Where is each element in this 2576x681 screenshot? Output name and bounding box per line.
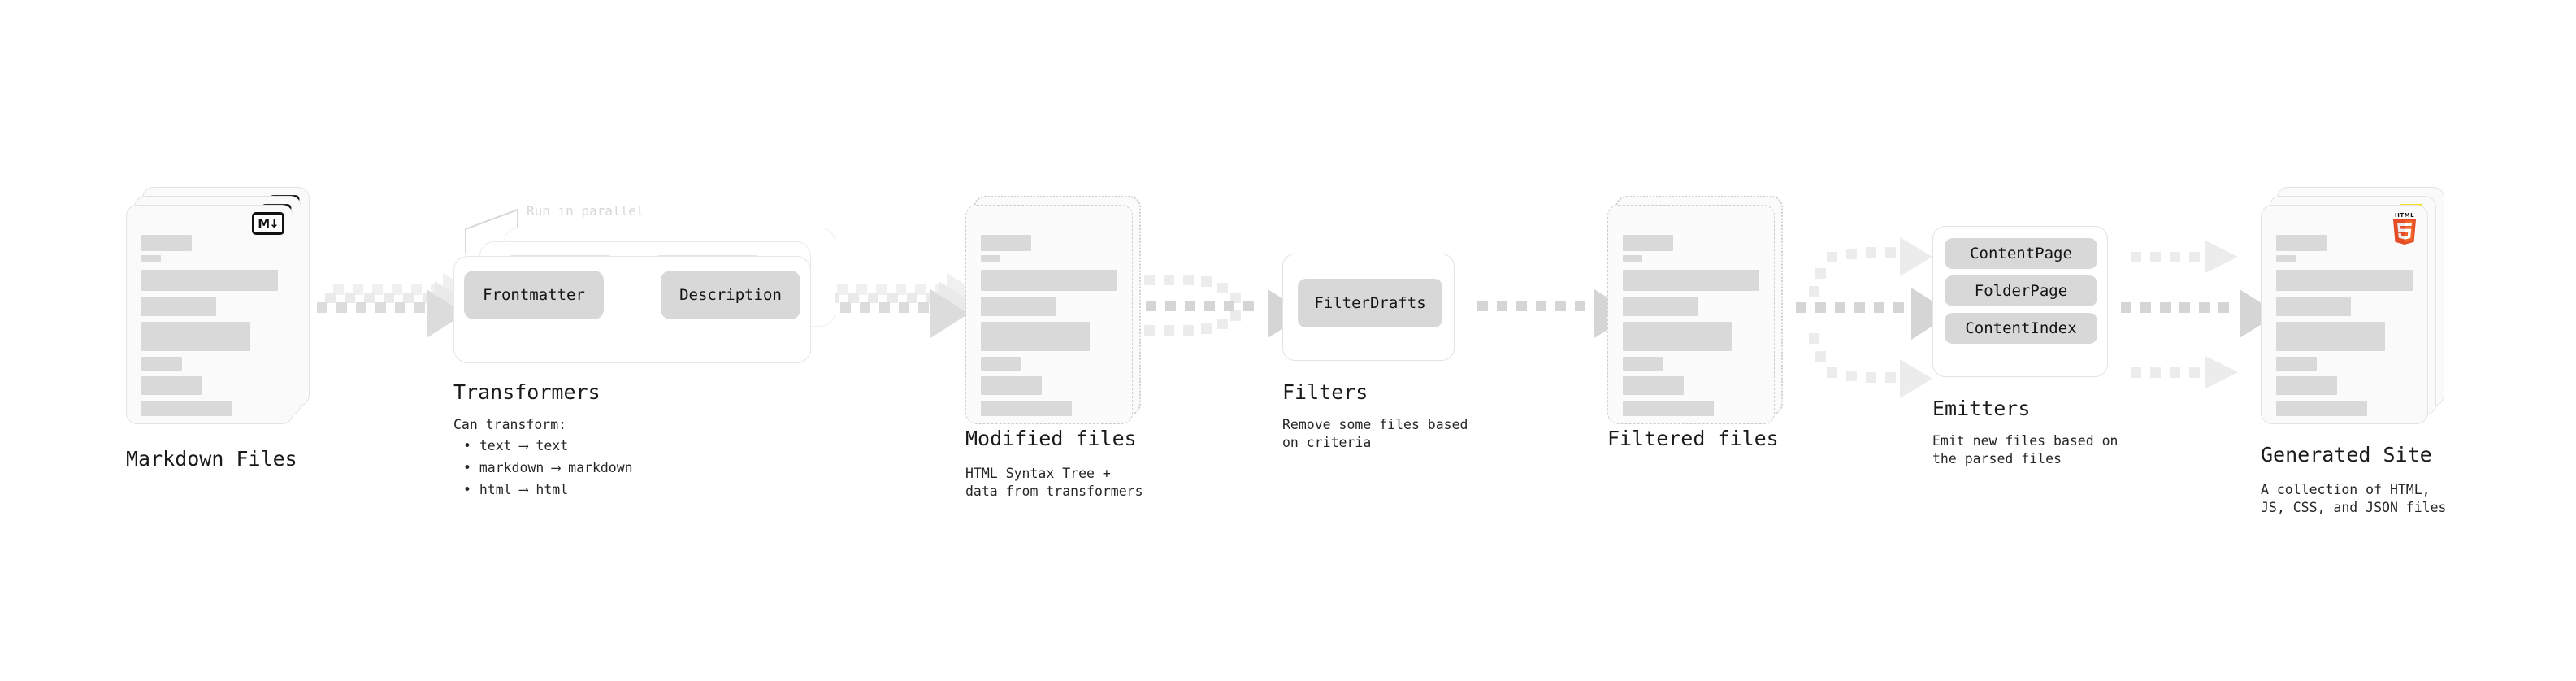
emitter-chip-contentpage[interactable]: ContentPage (1945, 238, 2097, 269)
transformers-panel: Frontmatter Description (453, 256, 811, 363)
transformers-bullet-1: • text ⟶ text (463, 438, 569, 453)
markdown-files-title: Markdown Files (126, 447, 297, 471)
arrow-emitters-to-site (2121, 241, 2279, 388)
transformers-title: Transformers (453, 380, 601, 404)
emitters-panel: ContentPage FolderPage ContentIndex (1932, 226, 2108, 377)
doc-skeleton (981, 235, 1119, 420)
modified-files-stack (965, 196, 1141, 432)
generated-site-description: A collection of HTML, JS, CSS, and JSON … (2261, 482, 2447, 515)
arrow-filtered-to-emitters (1796, 237, 1952, 398)
emitters-description: Emit new files based on the parsed files (1932, 433, 2118, 466)
filters-description: Remove some files based on criteria (1282, 417, 1468, 450)
markdown-icon: M↓ (252, 212, 284, 235)
transformer-chip-description[interactable]: Description (661, 271, 800, 319)
doc-skeleton (141, 235, 280, 420)
run-in-parallel-label: Run in parallel (527, 203, 644, 219)
generated-site-title: Generated Site (2261, 443, 2432, 466)
transformers-bullet-3: • html ⟶ html (463, 482, 569, 497)
markdown-doc-front: M↓ (126, 205, 293, 424)
modified-files-title: Modified files (965, 427, 1137, 450)
arrow-transformers-to-modified (821, 273, 983, 338)
transformer-chip-frontmatter[interactable]: Frontmatter (464, 271, 604, 319)
emitters-title: Emitters (1932, 397, 2031, 420)
filtered-doc-front (1607, 205, 1775, 424)
modified-doc-front (965, 205, 1133, 424)
filtered-files-stack (1607, 196, 1783, 432)
filter-chip-filterdrafts[interactable]: FilterDrafts (1298, 279, 1442, 327)
site-doc-html: HTML (2261, 205, 2428, 424)
transformers-bullet-2: • markdown ⟶ markdown (463, 460, 633, 475)
filters-panel: FilterDrafts (1282, 254, 1455, 361)
emitter-chip-contentindex[interactable]: ContentIndex (1945, 313, 2097, 344)
markdown-files-stack: M↓ M↓ M↓ (126, 187, 310, 432)
transformers-description: Can transform: (453, 417, 567, 432)
modified-files-description: HTML Syntax Tree + data from transformer… (965, 466, 1143, 499)
generated-site-stack: CSS HTML (2261, 187, 2444, 432)
filtered-files-title: Filtered files (1607, 427, 1779, 450)
doc-skeleton (2276, 235, 2414, 420)
emitter-chip-folderpage[interactable]: FolderPage (1945, 275, 2097, 306)
html5-icon: HTML (2392, 212, 2418, 245)
filters-title: Filters (1282, 380, 1368, 404)
doc-skeleton (1623, 235, 1761, 420)
